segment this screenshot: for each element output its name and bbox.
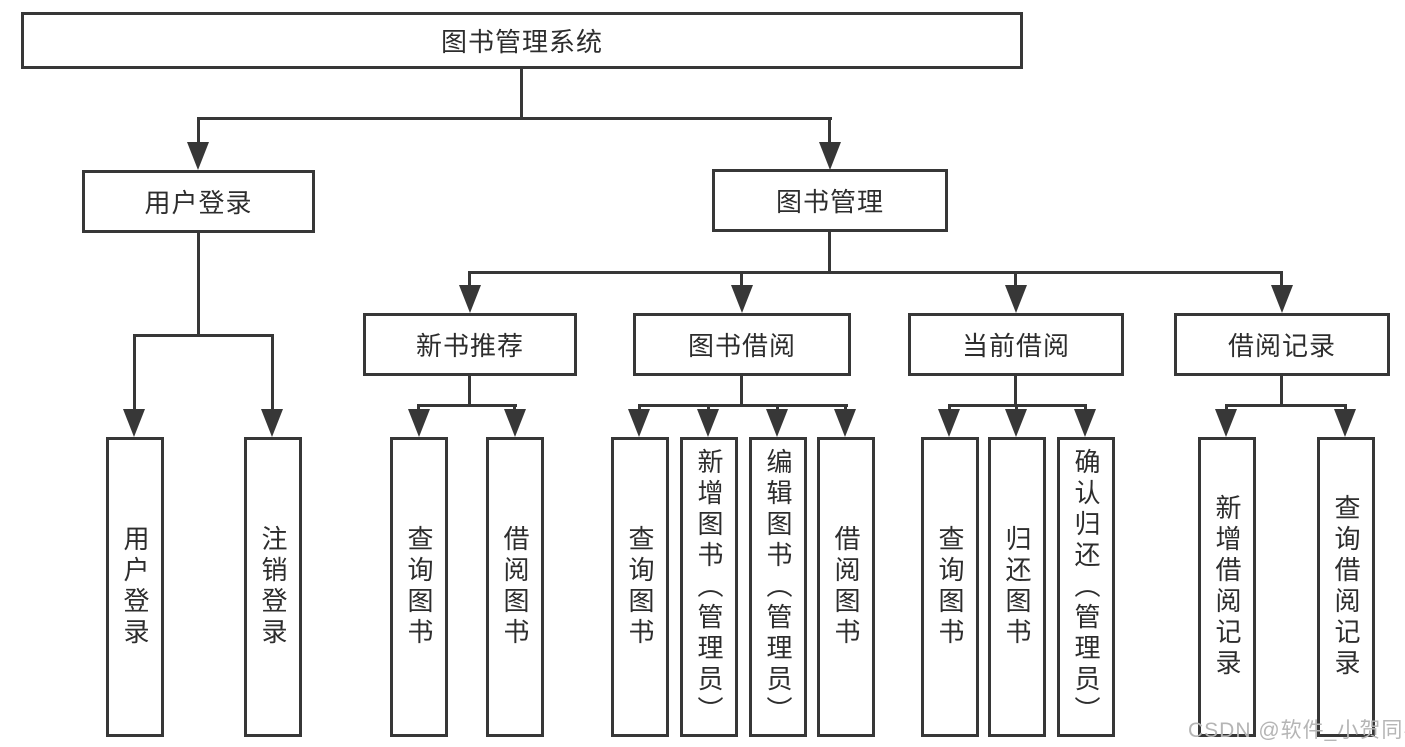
leaf-edit-book: 编辑图书（管理员）: [749, 437, 807, 737]
leaf-query-book-borrow: 查询图书: [611, 437, 669, 737]
connector-drop: [1015, 404, 1018, 411]
node-book-borrow-label: 图书借阅: [687, 331, 796, 361]
connector-drop: [513, 404, 516, 411]
node-book-mgmt: 图书管理: [712, 169, 948, 232]
connector-drop: [844, 404, 847, 411]
node-user-login-label: 用户登录: [144, 188, 253, 218]
connector-book-mgmt-stem: [828, 232, 831, 274]
leaf-query-book-current: 查询图书: [921, 437, 979, 737]
connector-root-bar: [197, 117, 832, 120]
leaf-logout-label: 注销登录: [258, 525, 288, 649]
connector-new-book-rec-bar: [417, 404, 517, 407]
leaf-add-book-label: 新增图书（管理员）: [694, 447, 724, 727]
connector-drop-book-borrow: [740, 271, 743, 287]
arrow-down-icon: [1005, 409, 1027, 437]
arrow-down-icon: [938, 409, 960, 437]
leaf-add-record-label: 新增借阅记录: [1212, 494, 1242, 680]
connector-drop: [417, 404, 420, 411]
leaf-borrow-book-rec: 借阅图书: [486, 437, 544, 737]
leaf-query-book-current-label: 查询图书: [935, 525, 965, 649]
connector-drop-book-mgmt: [828, 117, 831, 143]
connector-drop: [776, 404, 779, 411]
connector-user-login-stem: [197, 233, 200, 337]
node-root-label: 图书管理系统: [440, 27, 603, 57]
leaf-query-book-borrow-label: 查询图书: [625, 525, 655, 649]
connector-drop-current-borrow: [1014, 271, 1017, 287]
connector-borrow-records-stem: [1280, 376, 1283, 407]
leaf-confirm-return-label: 确认归还（管理员）: [1071, 447, 1101, 727]
connector-user-login-bar: [133, 334, 274, 337]
connector-root-stem: [520, 69, 523, 119]
connector-book-mgmt-bar: [468, 271, 1283, 274]
arrow-down-icon: [123, 409, 145, 437]
connector-book-borrow-bar: [638, 404, 848, 407]
node-new-book-rec: 新书推荐: [363, 313, 577, 376]
node-book-borrow: 图书借阅: [633, 313, 851, 376]
connector-book-borrow-stem: [740, 376, 743, 407]
node-borrow-records-label: 借阅记录: [1227, 331, 1336, 361]
leaf-logout: 注销登录: [244, 437, 302, 737]
node-new-book-rec-label: 新书推荐: [415, 331, 524, 361]
leaf-borrow-book-rec-label: 借阅图书: [500, 525, 530, 649]
leaf-edit-book-label: 编辑图书（管理员）: [763, 447, 793, 727]
arrow-down-icon: [187, 142, 209, 170]
leaf-query-record-label: 查询借阅记录: [1331, 494, 1361, 680]
node-borrow-records: 借阅记录: [1174, 313, 1390, 376]
connector-new-book-rec-stem: [468, 376, 471, 407]
arrow-down-icon: [459, 285, 481, 313]
arrow-down-icon: [504, 409, 526, 437]
leaf-add-record: 新增借阅记录: [1198, 437, 1256, 737]
connector-drop: [1344, 404, 1347, 411]
leaf-user-login-label: 用户登录: [120, 525, 150, 649]
node-root: 图书管理系统: [21, 12, 1023, 69]
connector-drop-leaf-logout: [271, 334, 274, 410]
connector-borrow-records-bar: [1225, 404, 1347, 407]
connector-drop: [707, 404, 710, 411]
arrow-down-icon: [628, 409, 650, 437]
leaf-add-book: 新增图书（管理员）: [680, 437, 738, 737]
arrow-down-icon: [819, 142, 841, 170]
node-user-login: 用户登录: [82, 170, 315, 233]
arrow-down-icon: [408, 409, 430, 437]
arrow-down-icon: [1271, 285, 1293, 313]
connector-drop: [948, 404, 951, 411]
arrow-down-icon: [697, 409, 719, 437]
arrow-down-icon: [1005, 285, 1027, 313]
leaf-borrow-book-borrow-label: 借阅图书: [831, 525, 861, 649]
connector-drop-borrow-records: [1280, 271, 1283, 287]
connector-current-borrow-stem: [1014, 376, 1017, 407]
arrow-down-icon: [731, 285, 753, 313]
leaf-query-record: 查询借阅记录: [1317, 437, 1375, 737]
connector-drop-leaf-user-login: [133, 334, 136, 410]
leaf-borrow-book-borrow: 借阅图书: [817, 437, 875, 737]
leaf-confirm-return: 确认归还（管理员）: [1057, 437, 1115, 737]
csdn-watermark: CSDN @软件_小贺同学: [1188, 719, 1405, 742]
connector-drop: [638, 404, 641, 411]
arrow-down-icon: [766, 409, 788, 437]
leaf-query-book-rec-label: 查询图书: [404, 525, 434, 649]
arrow-down-icon: [1074, 409, 1096, 437]
leaf-user-login: 用户登录: [106, 437, 164, 737]
connector-drop: [1225, 404, 1228, 411]
arrow-down-icon: [1215, 409, 1237, 437]
connector-drop: [1084, 404, 1087, 411]
arrow-down-icon: [1334, 409, 1356, 437]
arrow-down-icon: [261, 409, 283, 437]
node-book-mgmt-label: 图书管理: [775, 187, 884, 217]
connector-drop-new-book-rec: [468, 271, 471, 287]
leaf-query-book-rec: 查询图书: [390, 437, 448, 737]
node-current-borrow-label: 当前借阅: [961, 331, 1070, 361]
arrow-down-icon: [834, 409, 856, 437]
leaf-return-book-label: 归还图书: [1002, 525, 1032, 649]
connector-drop-user-login: [197, 117, 200, 143]
leaf-return-book: 归还图书: [988, 437, 1046, 737]
node-current-borrow: 当前借阅: [908, 313, 1124, 376]
